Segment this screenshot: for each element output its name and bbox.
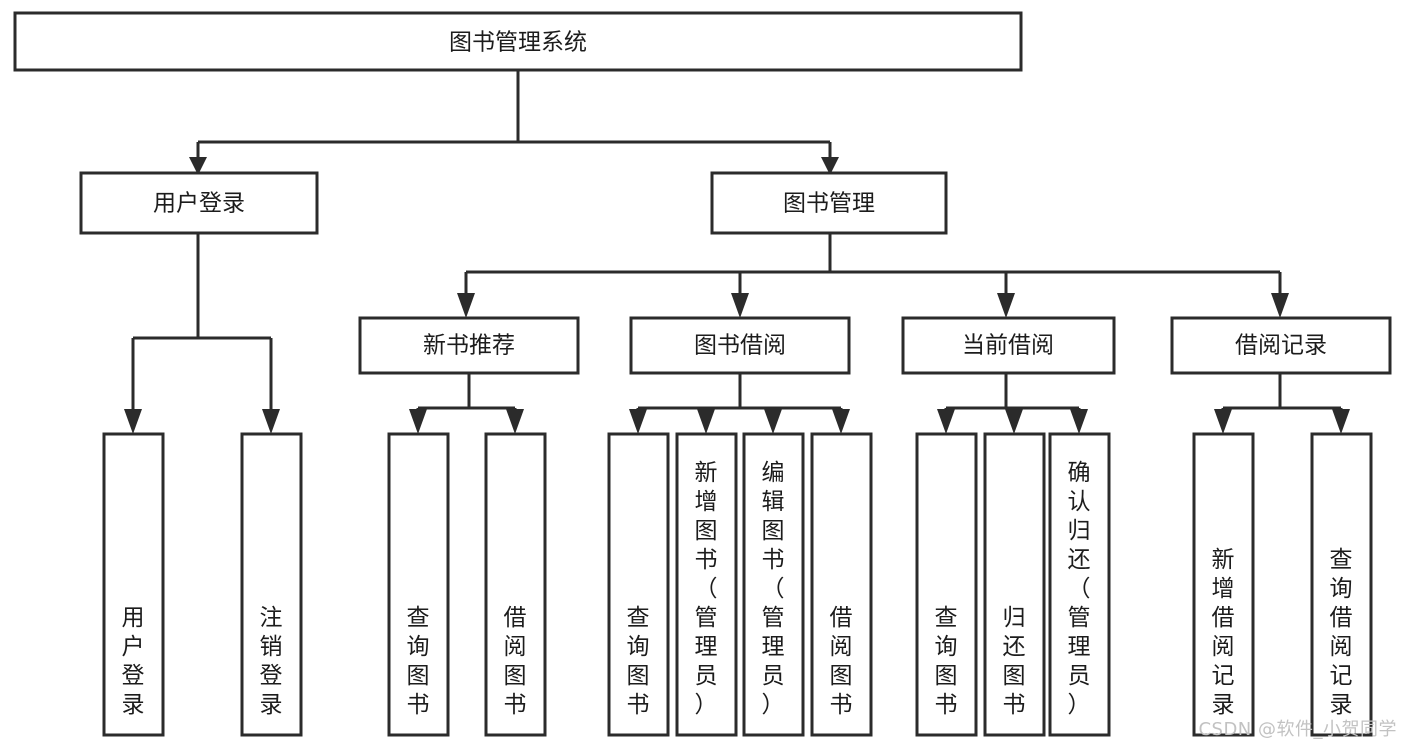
arrow-user-login-leaf-0: [124, 409, 142, 434]
leaf-label: 查询图书: [407, 605, 430, 718]
arrow-user-login-leaf-1: [262, 409, 280, 434]
csdn-watermark: CSDN @软件_小贺同学: [1198, 719, 1397, 740]
leaf-label: 新增借阅记录: [1212, 547, 1235, 718]
leaf-box[interactable]: [742, 432, 805, 737]
leaf-box[interactable]: [915, 432, 978, 737]
leaf-box[interactable]: [102, 432, 165, 737]
node-borrow-record[interactable]: 借阅记录: [1170, 316, 1392, 375]
leaf-label: 查询借阅记录: [1330, 547, 1353, 718]
leaf-label: 归还图书: [1003, 605, 1026, 718]
node-book-borrow[interactable]: 图书借阅: [629, 316, 851, 375]
leaf-node[interactable]: 新增图书（管理员）: [675, 432, 738, 737]
node-user-login[interactable]: 用户登录: [79, 171, 319, 235]
leaf-box[interactable]: [1310, 432, 1373, 737]
leaf-node[interactable]: 用户登录: [102, 432, 165, 737]
arrow-g3-leaf-0: [1214, 409, 1232, 434]
leaf-label: 新增图书（管理员）: [695, 460, 718, 718]
arrow-root-to-user-login: [189, 157, 207, 175]
leaf-group-current-borrow: 查询图书 归还图书 确认归还（管理员）: [915, 432, 1111, 737]
leaf-label: 确认归还（管理员）: [1068, 460, 1091, 718]
leaf-box[interactable]: [607, 432, 670, 737]
arrow-g1-leaf-2: [764, 409, 782, 434]
leaf-node[interactable]: 编辑图书（管理员）: [742, 432, 805, 737]
node-root[interactable]: 图书管理系统: [13, 11, 1023, 72]
arrow-g1-leaf-3: [832, 409, 850, 434]
leaf-node[interactable]: 新增借阅记录: [1192, 432, 1255, 737]
arrow-book-manage-to-g1: [731, 293, 749, 318]
arrow-g1-leaf-1: [697, 409, 715, 434]
node-new-book-recommend-box[interactable]: [358, 316, 580, 375]
arrow-g2-leaf-1: [1005, 409, 1023, 434]
leaf-group-book-borrow: 查询图书 新增图书（管理员） 编辑图书（管理员） 借阅图书: [607, 432, 873, 737]
leaf-label: 借阅图书: [830, 605, 853, 718]
leaf-box[interactable]: [387, 432, 450, 737]
arrow-g0-leaf-1: [506, 409, 524, 434]
node-book-borrow-label: 图书借阅: [694, 333, 786, 359]
leaf-label: 用户登录: [122, 605, 145, 718]
leaf-node[interactable]: 查询图书: [387, 432, 450, 737]
leaf-label: 查询图书: [627, 605, 650, 718]
leaf-box[interactable]: [1048, 432, 1111, 737]
arrow-g3-leaf-1: [1332, 409, 1350, 434]
node-root-box[interactable]: [13, 11, 1023, 72]
arrow-book-manage-to-g0: [457, 293, 475, 318]
leaf-label: 查询图书: [935, 605, 958, 718]
arrow-root-to-book-manage: [821, 157, 839, 175]
leaf-label: 注销登录: [260, 605, 283, 718]
arrow-book-manage-to-g3: [1271, 293, 1289, 318]
node-current-borrow-box[interactable]: [901, 316, 1116, 375]
leaf-group-borrow-record: 新增借阅记录 查询借阅记录: [1192, 432, 1373, 737]
connector-layer: [124, 70, 1350, 434]
node-borrow-record-label: 借阅记录: [1235, 333, 1327, 359]
arrow-g0-leaf-0: [409, 409, 427, 434]
arrow-book-manage-to-g2: [997, 293, 1015, 318]
leaf-node[interactable]: 查询借阅记录: [1310, 432, 1373, 737]
leaf-node[interactable]: 借阅图书: [810, 432, 873, 737]
arrow-g2-leaf-2: [1070, 409, 1088, 434]
arrow-g2-leaf-0: [937, 409, 955, 434]
arrow-g1-leaf-0: [629, 409, 647, 434]
node-borrow-record-box[interactable]: [1170, 316, 1392, 375]
leaf-node[interactable]: 查询图书: [607, 432, 670, 737]
node-book-manage[interactable]: 图书管理: [710, 171, 948, 235]
node-new-book-recommend[interactable]: 新书推荐: [358, 316, 580, 375]
node-user-login-label: 用户登录: [153, 191, 245, 217]
leaf-node[interactable]: 归还图书: [983, 432, 1046, 737]
leaf-box[interactable]: [484, 432, 547, 737]
node-user-login-box[interactable]: [79, 171, 319, 235]
leaf-node[interactable]: 查询图书: [915, 432, 978, 737]
leaf-node[interactable]: 注销登录: [240, 432, 303, 737]
node-new-book-recommend-label: 新书推荐: [423, 333, 515, 359]
node-book-manage-label: 图书管理: [783, 191, 875, 217]
node-current-borrow[interactable]: 当前借阅: [901, 316, 1116, 375]
leaf-group-user-login: 用户登录 注销登录: [102, 432, 303, 737]
node-book-manage-box[interactable]: [710, 171, 948, 235]
leaf-label: 编辑图书（管理员）: [762, 460, 785, 718]
leaf-label: 借阅图书: [504, 605, 527, 718]
leaf-box[interactable]: [1192, 432, 1255, 737]
leaf-box[interactable]: [810, 432, 873, 737]
leaf-box[interactable]: [240, 432, 303, 737]
leaf-node[interactable]: 确认归还（管理员）: [1048, 432, 1111, 737]
leaf-box[interactable]: [675, 432, 738, 737]
leaf-group-new-book-recommend: 查询图书 借阅图书: [387, 432, 547, 737]
node-book-borrow-box[interactable]: [629, 316, 851, 375]
node-root-label: 图书管理系统: [449, 30, 587, 56]
leaf-box[interactable]: [983, 432, 1046, 737]
leaf-node[interactable]: 借阅图书: [484, 432, 547, 737]
node-current-borrow-label: 当前借阅: [962, 333, 1054, 359]
